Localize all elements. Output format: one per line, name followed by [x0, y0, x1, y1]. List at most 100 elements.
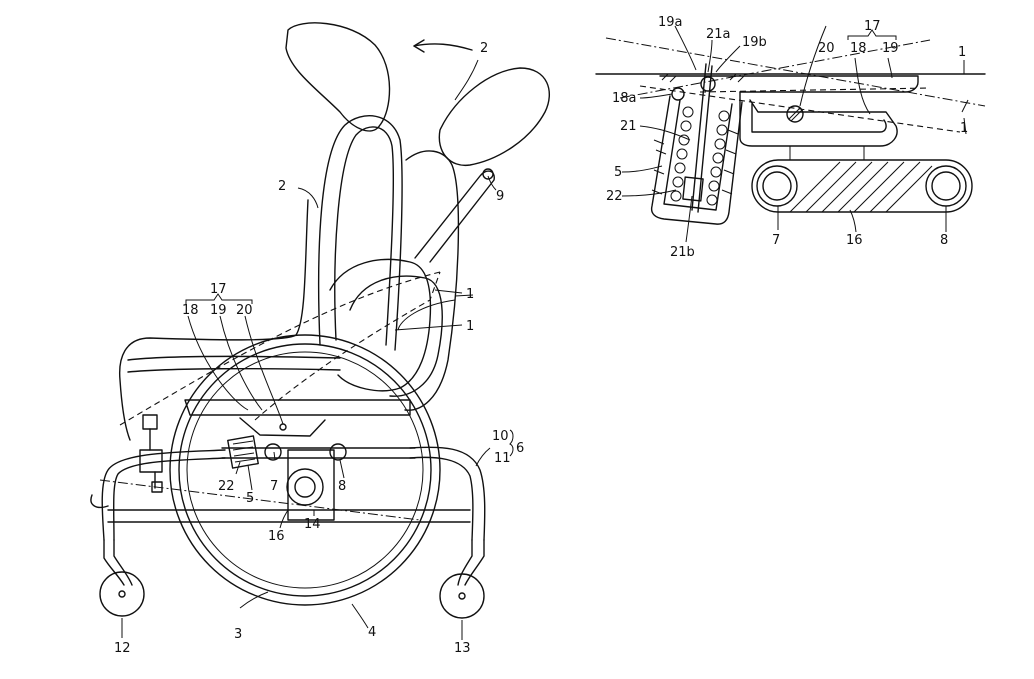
label-left-19: 19: [210, 303, 227, 318]
label-left-1-b: 1: [466, 319, 474, 334]
spring-coil: [232, 440, 256, 463]
label-right-19a: 19a: [658, 15, 683, 30]
spring-housing-inner: [663, 99, 733, 211]
slider-hatching: [789, 161, 933, 213]
roller-bar-7-inner: [762, 171, 792, 201]
label-left-18: 18: [182, 303, 199, 318]
label-left-20: 20: [236, 303, 253, 318]
housing-hatching: [651, 73, 745, 195]
detail-section-view: 19a 21a 19b 17 20 18 19 1 1 18a 21 5 22 …: [595, 15, 986, 260]
label-left-13: 13: [454, 641, 471, 656]
label-right-17: 17: [864, 19, 881, 34]
label-left-3: 3: [234, 627, 242, 642]
label-left-9: 9: [496, 189, 504, 204]
bracket-18: [739, 91, 898, 147]
bracket-17-right: [847, 29, 897, 40]
label-left-12: 12: [114, 641, 131, 656]
front-caster-axle: [458, 592, 466, 600]
backrest-upright: [118, 199, 309, 441]
label-left-2-mid: 2: [278, 179, 286, 194]
label-right-21b: 21b: [670, 245, 695, 260]
hub-plate: [287, 449, 335, 521]
label-left-10: 10: [492, 429, 509, 444]
slider-block-16: [751, 159, 973, 213]
push-handle-grip: [482, 168, 494, 180]
ref-line-tilted-mid: [699, 87, 931, 93]
front-frame: [409, 446, 486, 541]
main-wheel-rim: [178, 343, 432, 597]
seat-frame-dashdot: [99, 479, 421, 521]
main-wheel-tire: [169, 334, 441, 606]
label-right-8: 8: [940, 233, 948, 248]
seat-bracket: [239, 417, 326, 437]
seat-cushion-curve-2: [349, 275, 443, 397]
rear-caster-axle: [118, 590, 126, 598]
label-right-16: 16: [846, 233, 863, 248]
armrest-frame: [127, 355, 341, 373]
label-right-1-b: 1: [960, 121, 968, 136]
brake-body: [139, 449, 163, 473]
label-right-19b: 19b: [742, 35, 767, 50]
brake-rod: [149, 428, 156, 489]
wheelchair-side-view: 2 2 9 1 1 17 18 19 20 10 11 6 22 5 7 8 1…: [90, 22, 550, 656]
tilted-backrest-cushion: [285, 22, 391, 132]
ref-line-tilted-down-2: [639, 85, 961, 133]
label-left-17: 17: [210, 282, 227, 297]
label-right-18a: 18a: [612, 91, 637, 106]
seat-cushion-curve: [329, 258, 432, 392]
upright-backrest-cushion: [438, 67, 550, 166]
leader-1a: [434, 289, 463, 294]
label-left-5: 5: [246, 491, 254, 506]
label-left-16: 16: [268, 529, 285, 544]
mid-frame-tube: [221, 447, 416, 459]
ring-18a: [671, 87, 685, 101]
label-left-4: 4: [368, 625, 376, 640]
roller-bar-7: [756, 165, 798, 207]
seat-frame-dashed-2: [254, 271, 441, 421]
pivot-20: [279, 423, 287, 431]
bracket-17: [185, 293, 253, 304]
pivot-pin-20: [786, 105, 804, 123]
label-right-20: 20: [818, 41, 835, 56]
rotation-arrow: [413, 43, 473, 51]
wheel-hub-outer: [286, 468, 324, 506]
backrest-frame-tilted-inner: [334, 126, 394, 346]
label-right-1-a: 1: [958, 45, 966, 60]
label-right-19: 19: [882, 41, 899, 56]
roller-8: [329, 443, 347, 461]
ref-line-tilted-up: [605, 37, 986, 107]
push-handle: [414, 170, 495, 263]
bracket-6: [509, 429, 514, 457]
label-right-5: 5: [614, 165, 622, 180]
rear-caster-fork: [103, 539, 133, 586]
front-caster-wheel: [439, 573, 485, 619]
wheel-hub-inner: [294, 476, 316, 498]
front-caster-fork: [457, 539, 485, 586]
lower-frame-tube: [107, 509, 471, 523]
seat-board: [184, 399, 411, 416]
label-left-7: 7: [270, 479, 278, 494]
label-left-14: 14: [304, 517, 321, 532]
rotation-arrow-head: [413, 39, 425, 53]
label-left-2-top: 2: [480, 41, 488, 56]
label-left-1-a: 1: [466, 287, 474, 302]
front-frame-inner: [409, 456, 474, 541]
roller-bar-8-inner: [931, 171, 961, 201]
label-left-11: 11: [494, 451, 511, 466]
leader-1b: [394, 324, 463, 331]
label-right-21a: 21a: [706, 27, 731, 42]
label-left-22: 22: [218, 479, 235, 494]
rear-frame-inner: [112, 457, 226, 541]
label-right-21: 21: [620, 119, 637, 134]
rear-caster-wheel: [99, 571, 145, 617]
spring-housing-5: [650, 95, 743, 225]
seat-plate-19: [659, 75, 919, 93]
roller-7: [264, 443, 282, 461]
label-left-8: 8: [338, 479, 346, 494]
leader-lines-right: [621, 25, 969, 243]
foot-rest: [90, 494, 109, 509]
rear-frame: [101, 449, 226, 541]
main-wheel-handrim: [186, 351, 424, 589]
label-right-18: 18: [850, 41, 867, 56]
